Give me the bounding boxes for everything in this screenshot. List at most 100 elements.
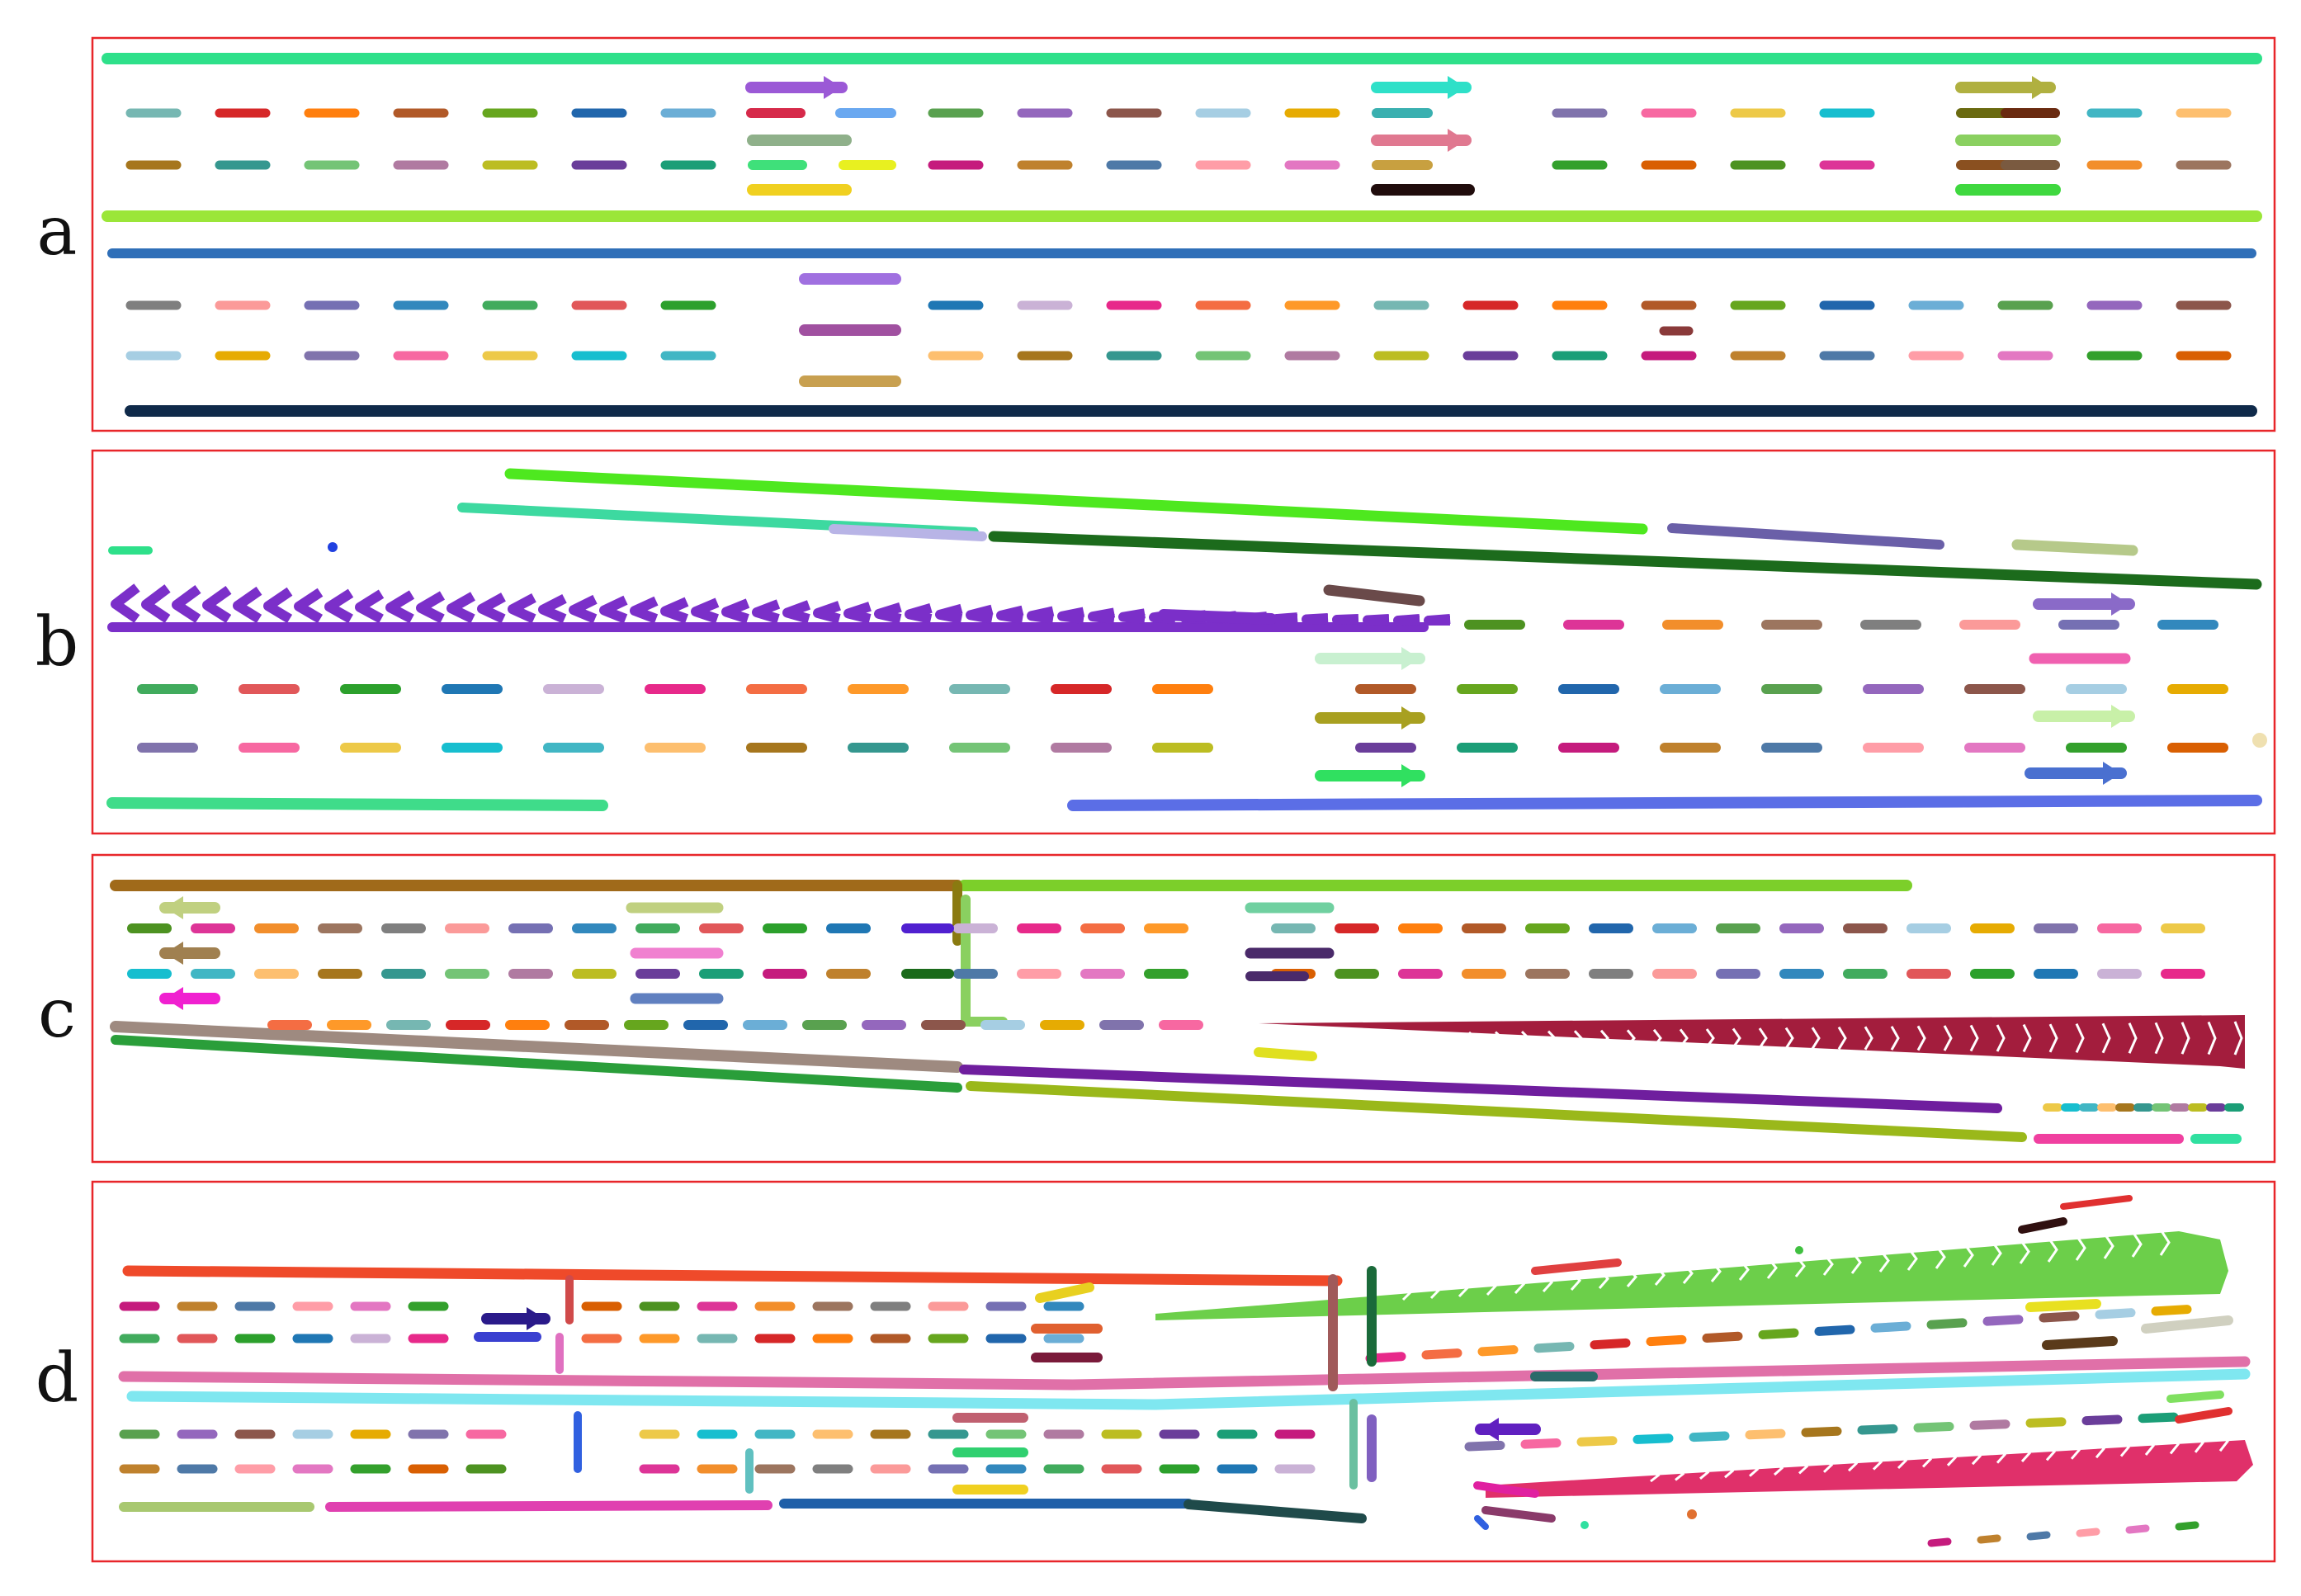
chevron-marking [1547, 1030, 1557, 1046]
chevron-marking [446, 592, 475, 624]
lane-dash [2026, 1531, 2051, 1541]
panel-frame [91, 36, 2276, 432]
lane-arrow-head [2032, 76, 2050, 99]
lane-dash [2081, 1414, 2123, 1426]
lane-dash [1520, 1438, 1562, 1449]
chevron-marking [1486, 1276, 1498, 1296]
panel-frame [91, 1180, 2276, 1563]
lane-dash [1857, 1424, 1898, 1435]
lane-arrow-head [165, 896, 183, 919]
chevron-marking [1679, 1028, 1689, 1048]
chevron-marking [1654, 1264, 1666, 1286]
chevron-marking [2020, 1443, 2032, 1463]
chevron-marking [2207, 1021, 2217, 1055]
chevron-marking [1738, 1258, 1750, 1281]
chevron-marking [1393, 614, 1420, 626]
chevron-marking [1520, 1031, 1531, 1046]
chevron-marking [1798, 1458, 1809, 1475]
lane-dash [1702, 1331, 1743, 1343]
chevron-marking [599, 595, 628, 624]
lane-dash [1982, 1315, 2024, 1326]
chevron-marking [1878, 1249, 1890, 1273]
chevron-marking [1921, 1450, 1933, 1468]
chevron-marking [202, 585, 232, 624]
marker-dot [1580, 1521, 1589, 1529]
lane-dash [1477, 1345, 1519, 1357]
chevron-marking [1784, 1027, 1794, 1050]
chevron-marking [1514, 1274, 1526, 1295]
lane-dash [1646, 1334, 1687, 1347]
lane-dash [1689, 1431, 1730, 1443]
chevron-marking [2181, 1022, 2190, 1055]
chevron-marking [996, 605, 1024, 624]
chevron-marking [2119, 1438, 2130, 1457]
chevron-marking [1811, 1027, 1821, 1050]
chevron-marking [1570, 1270, 1582, 1291]
chevron-marking [1626, 1029, 1636, 1047]
lane-dash [1969, 1419, 2010, 1430]
panel-c [91, 853, 2276, 1164]
lane-line [1035, 1282, 1094, 1303]
lane-solid [829, 524, 987, 541]
lane-dash [2095, 1308, 2136, 1320]
chevron-marking [416, 591, 446, 624]
chevron-marking [2095, 1439, 2105, 1459]
lane-dash [2039, 1311, 2080, 1323]
lane-solid [1184, 1499, 1367, 1523]
chevron-marking [1906, 1246, 1918, 1271]
chevron-marking [1749, 1461, 1760, 1477]
chevron-marking [1542, 1272, 1554, 1293]
lane-line [1474, 1515, 1489, 1530]
chevron-marking [2233, 1021, 2243, 1055]
lane-dash [1758, 1328, 1799, 1339]
chevron-marking [2101, 1022, 2111, 1054]
chevron-marking [1332, 614, 1359, 625]
chevron-marking [2131, 1230, 2143, 1258]
panel-label-c: c [38, 975, 76, 1053]
chevron-marking [1724, 1463, 1735, 1479]
chevron-marking [1458, 1278, 1470, 1298]
chevron-marking [233, 586, 262, 624]
lane-dash [1927, 1537, 1952, 1547]
chevron-marking [2048, 1023, 2058, 1053]
lane-line [1323, 584, 1425, 607]
chevron-marking [905, 602, 933, 624]
lane-dash [1632, 1433, 1674, 1444]
chevron-marking [1943, 1025, 1953, 1051]
lane-dash [1913, 1422, 1954, 1433]
chevron-marking [141, 584, 171, 623]
chevron-marking [1890, 1026, 1900, 1051]
gore-area [1155, 1231, 2228, 1320]
marker-dot [328, 542, 338, 552]
chevron-marking [1302, 613, 1329, 625]
lane-arrow-head [2103, 762, 2121, 785]
lane-dash [1464, 1440, 1505, 1452]
lane-dash [1533, 1341, 1575, 1353]
chevron-marking [1429, 1280, 1442, 1300]
chevron-marking [721, 598, 750, 624]
chevron-marking [1027, 606, 1055, 624]
lane-solid [1150, 1368, 2251, 1410]
chevron-marking [1675, 1466, 1685, 1481]
lane-dash [2025, 1417, 2067, 1428]
lane-solid [966, 1081, 2027, 1142]
lane-solid [1067, 1356, 2251, 1391]
chevron-marking [1946, 1448, 1958, 1466]
chevron-marking [935, 603, 963, 624]
chevron-marking [2022, 1023, 2032, 1053]
chevron-marking [1363, 614, 1390, 626]
lane-line [2018, 1217, 2067, 1234]
chevron-marking [1598, 1268, 1609, 1289]
chevron-marking [477, 593, 506, 624]
lane-solid [1067, 795, 2262, 811]
chevron-marking [1916, 1025, 1926, 1051]
chevron-marking [2075, 1023, 2085, 1053]
chevron-marking [1705, 1028, 1715, 1048]
chevron-marking [1758, 1027, 1768, 1049]
lane-arrow-head [1401, 647, 1420, 670]
chevron-marking [1822, 1253, 1834, 1276]
lane-line [2175, 1407, 2232, 1424]
chevron-marking [1424, 614, 1451, 626]
chevron-marking [1650, 1468, 1661, 1483]
